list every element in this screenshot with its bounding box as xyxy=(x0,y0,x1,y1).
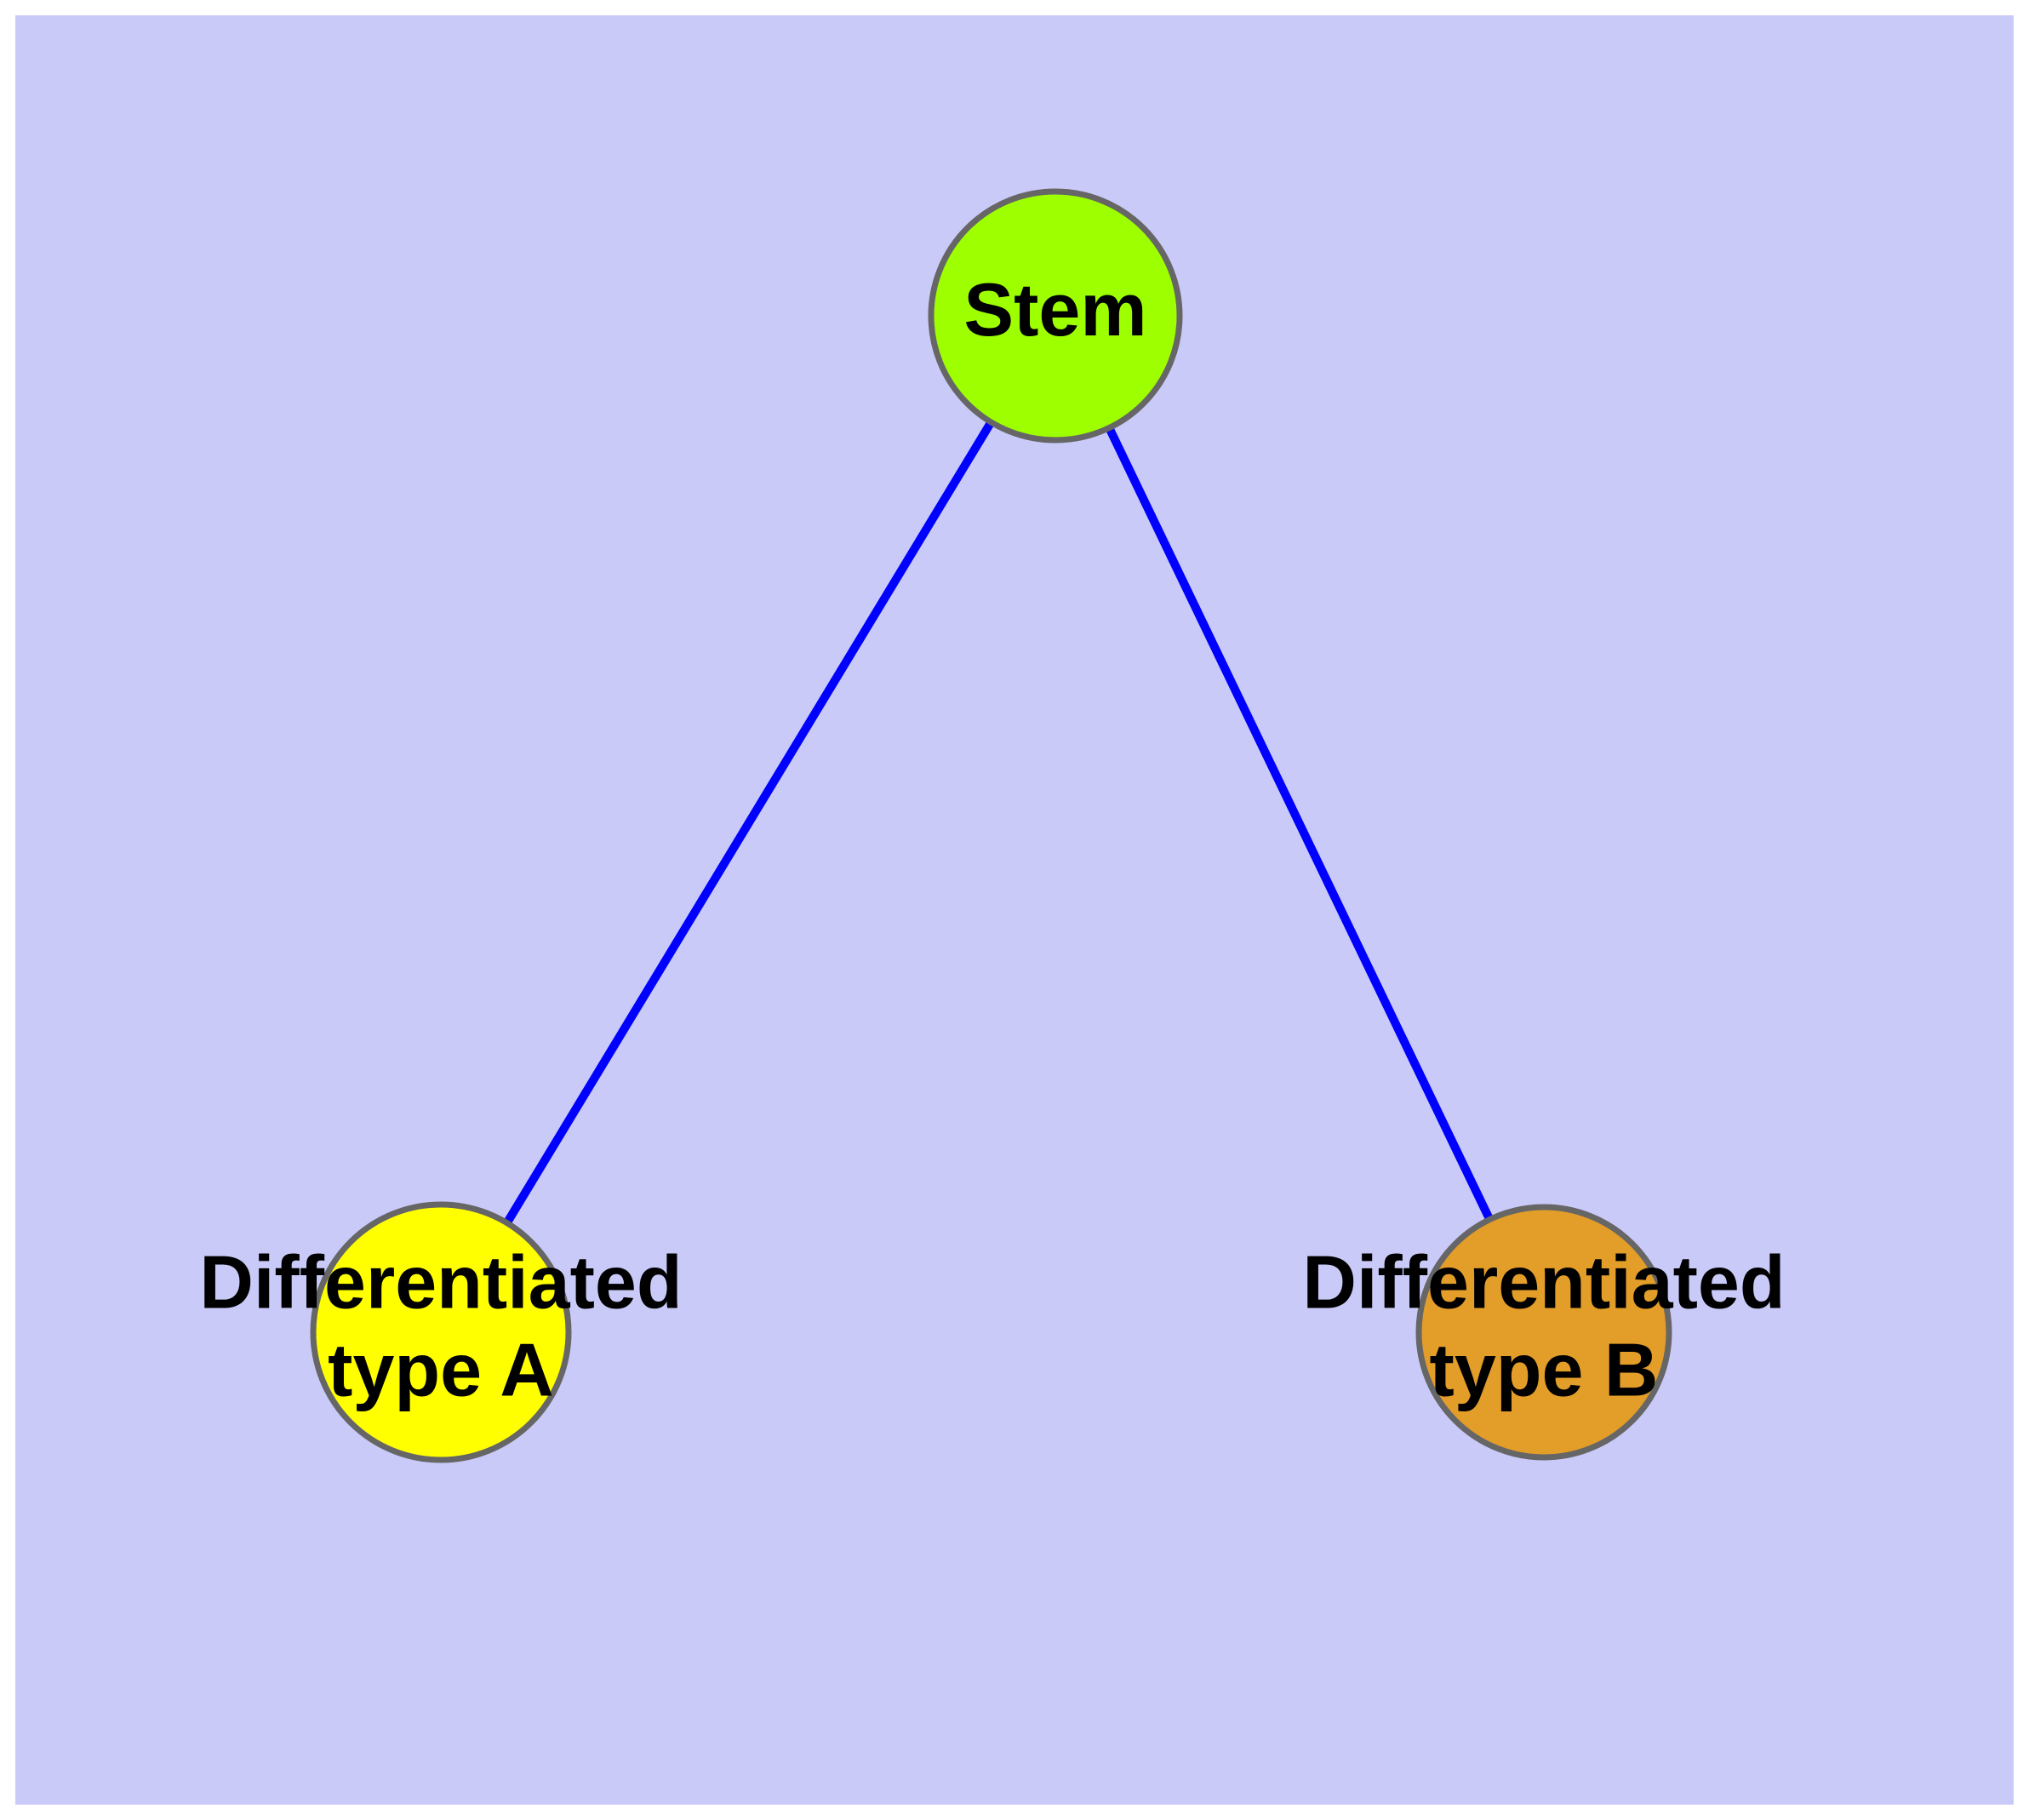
node-label-line: Differentiated xyxy=(1302,1240,1785,1325)
node-circle-diff_b[interactable] xyxy=(1415,1204,1672,1461)
node-stem[interactable]: Stem xyxy=(928,188,1183,444)
edges-layer xyxy=(437,313,1548,1335)
edge-stem-to-diff-b[interactable] xyxy=(1051,313,1548,1335)
node-label-stem: Stem xyxy=(963,267,1146,352)
node-label-line: Stem xyxy=(963,267,1146,352)
node-label-line: type B xyxy=(1430,1328,1659,1412)
node-label-line: Differentiated xyxy=(199,1240,682,1325)
node-label-line: type A xyxy=(328,1328,554,1412)
node-circle-stem[interactable] xyxy=(928,188,1183,444)
edge-stem-to-diff-a[interactable] xyxy=(437,313,1060,1335)
node-circle-diff_a[interactable] xyxy=(310,1201,572,1463)
